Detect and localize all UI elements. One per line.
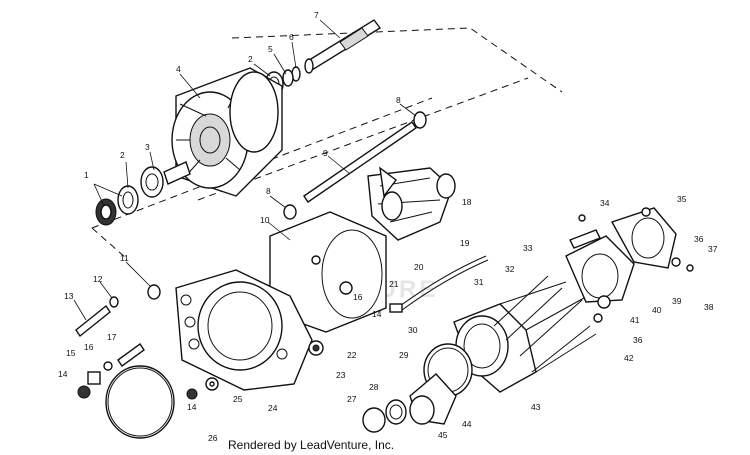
callout-14-mid: 14	[372, 309, 382, 319]
callout-36-right: 36	[694, 234, 704, 244]
callout-35: 35	[677, 194, 687, 204]
callout-6: 6	[289, 32, 294, 42]
callout-18: 18	[462, 197, 472, 207]
callout-22: 22	[347, 350, 357, 360]
callout-21: 21	[389, 279, 399, 289]
callout-38: 38	[704, 302, 714, 312]
callout-33: 33	[523, 243, 533, 253]
leader-lines	[73, 19, 417, 321]
callout-2: 2	[120, 150, 125, 160]
callout-34: 34	[600, 198, 610, 208]
rear-bearing-group	[95, 161, 191, 226]
callout-24: 24	[268, 403, 278, 413]
callout-labels: 1 2 3 4 2 5 6 7 8 8 9 10 11 12 13 14 14 …	[58, 10, 718, 443]
callout-31: 31	[474, 277, 484, 287]
callout-8: 8	[396, 95, 401, 105]
callout-14-bottom: 14	[187, 402, 197, 412]
callout-20: 20	[414, 262, 424, 272]
callout-29: 29	[399, 350, 409, 360]
drive-shaft	[304, 19, 382, 74]
callout-11: 11	[120, 253, 129, 263]
callout-23: 23	[336, 370, 346, 380]
callout-30: 30	[408, 325, 418, 335]
callout-44: 44	[462, 419, 472, 429]
impeller-shaft	[283, 111, 427, 220]
callout-13: 13	[64, 291, 74, 301]
impeller	[367, 166, 456, 241]
venturi	[453, 281, 597, 393]
nozzle-group	[362, 343, 473, 433]
o-ring-11	[147, 284, 161, 300]
steering-cable	[389, 255, 489, 313]
callout-9: 9	[323, 148, 328, 158]
callout-14-left: 14	[58, 369, 68, 379]
callout-3: 3	[145, 142, 150, 152]
drain-plug	[308, 340, 324, 356]
callout-32: 32	[505, 264, 515, 274]
callout-39: 39	[672, 296, 682, 306]
callout-27: 27	[347, 394, 357, 404]
callout-42: 42	[624, 353, 634, 363]
callout-7: 7	[314, 10, 319, 20]
callout-2-top: 2	[248, 54, 253, 64]
pump-body	[175, 269, 313, 391]
callout-1: 1	[84, 170, 89, 180]
footer-credit: Rendered by LeadVenture, Inc.	[228, 438, 395, 452]
callout-8-lower: 8	[266, 186, 271, 196]
callout-36-lower: 36	[633, 335, 643, 345]
callout-37: 37	[708, 244, 718, 254]
pump-housing	[171, 67, 283, 197]
callout-10: 10	[260, 215, 270, 225]
steering-nozzle	[565, 207, 694, 323]
callout-16-mid: 16	[353, 292, 363, 302]
callout-19: 19	[460, 238, 470, 248]
gasket-26	[105, 365, 175, 439]
callout-12: 12	[93, 274, 103, 284]
callout-41: 41	[630, 315, 640, 325]
callout-4: 4	[176, 64, 181, 74]
callout-43: 43	[531, 402, 541, 412]
studs	[493, 275, 591, 373]
wear-ring	[269, 211, 387, 333]
callout-17: 17	[107, 332, 117, 342]
callout-25: 25	[233, 394, 243, 404]
fittings-left	[75, 296, 219, 400]
callout-16-left: 16	[84, 342, 94, 352]
callout-45: 45	[438, 430, 448, 440]
callout-40: 40	[652, 305, 662, 315]
callout-26: 26	[208, 433, 218, 443]
callout-5: 5	[268, 44, 273, 54]
callout-15: 15	[66, 348, 76, 358]
callout-28: 28	[369, 382, 379, 392]
